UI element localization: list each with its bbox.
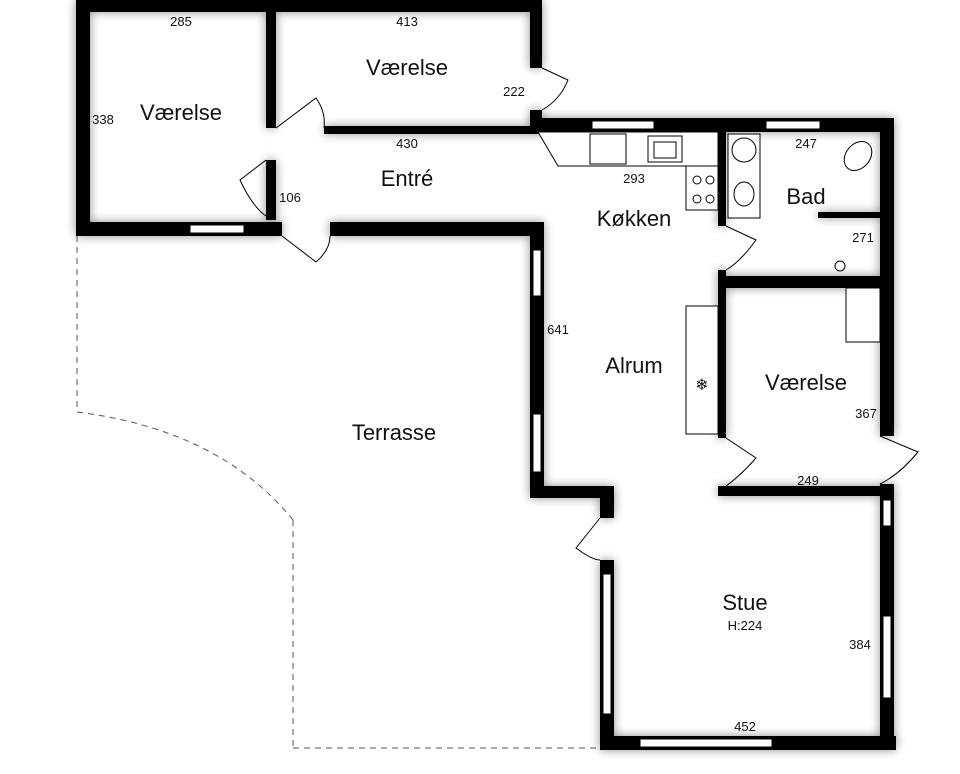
- washing-machine-icon: [731, 137, 757, 163]
- dim-stue-side: 384: [849, 637, 871, 652]
- doors: [239, 67, 919, 561]
- toilet-icon: [843, 141, 873, 171]
- dim-entre-side: 106: [279, 190, 301, 205]
- stue-height: H:224: [728, 618, 763, 633]
- dim-vaerelse-2-top: 413: [396, 14, 418, 29]
- dishwasher-icon: [589, 133, 627, 165]
- fridge-icon: [685, 305, 719, 435]
- basin-icon: [733, 181, 755, 207]
- room-vaerelse-1: Værelse: [140, 100, 222, 125]
- dim-stue-bottom: 452: [734, 719, 756, 734]
- kitchen-fixtures: ❄: [537, 131, 719, 435]
- svg-text:❄: ❄: [695, 377, 708, 394]
- room-entre: Entré: [381, 166, 434, 191]
- dim-bad-side: 271: [852, 230, 874, 245]
- windows: [189, 120, 892, 748]
- room-kokken: Køkken: [597, 206, 672, 231]
- room-alrum: Alrum: [605, 353, 662, 378]
- labels: 285 338 Værelse 413 Værelse 222 430 Entr…: [92, 14, 877, 734]
- room-vaerelse-2: Værelse: [366, 55, 448, 80]
- closet-icon: [845, 287, 881, 343]
- room-bad: Bad: [786, 184, 825, 209]
- stove-icon: [685, 165, 719, 211]
- dim-kokken: 293: [623, 171, 645, 186]
- dim-vaerelse-3-bottom: 249: [797, 473, 819, 488]
- dim-bad-top: 247: [795, 136, 817, 151]
- terrace-outline: [76, 236, 600, 749]
- dim-entre-top: 430: [396, 136, 418, 151]
- drain-icon: [834, 260, 846, 272]
- dim-alrum: 641: [547, 322, 569, 337]
- dim-vaerelse-1-side: 338: [92, 112, 114, 127]
- room-stue: Stue: [722, 590, 767, 615]
- dim-vaerelse-1-top: 285: [170, 14, 192, 29]
- dim-vaerelse-2-side: 222: [503, 84, 525, 99]
- room-terrasse: Terrasse: [352, 420, 436, 445]
- dim-vaerelse-3-side: 367: [855, 406, 877, 421]
- bathroom-fixtures: [727, 133, 873, 272]
- room-vaerelse-3: Værelse: [765, 370, 847, 395]
